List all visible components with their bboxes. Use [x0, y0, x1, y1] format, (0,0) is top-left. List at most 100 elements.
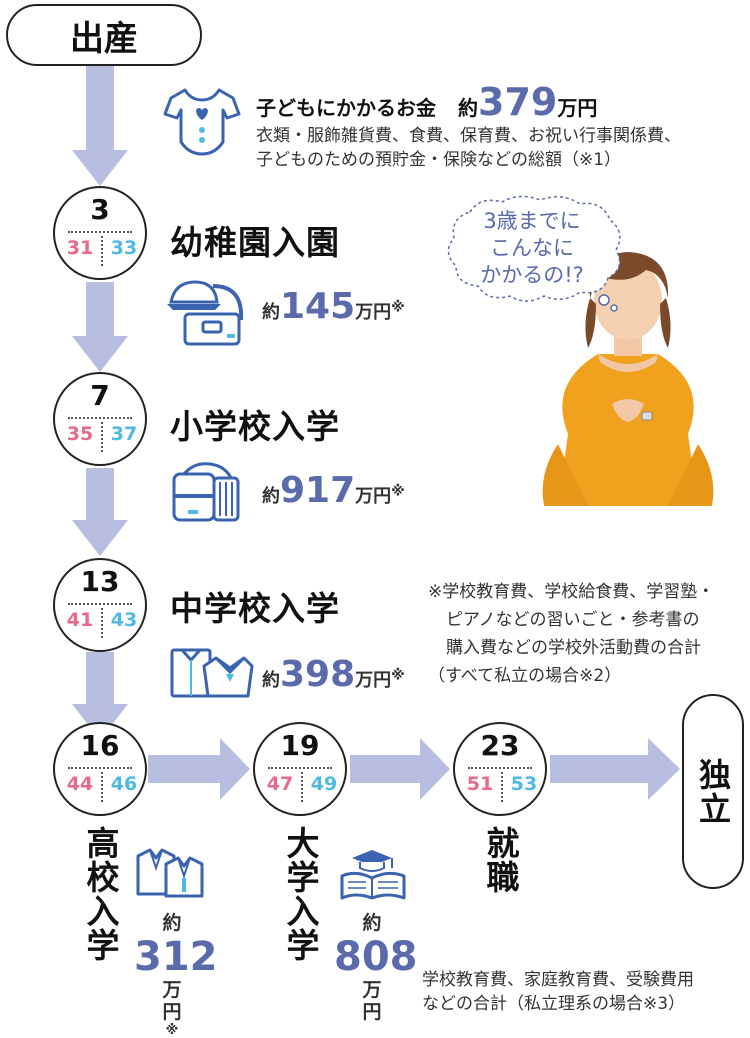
divider — [468, 767, 532, 769]
cost-amount: 398 — [280, 654, 356, 695]
stage-title-university: 大学入学 — [281, 826, 320, 962]
bubble-line2: こんなに — [490, 236, 574, 260]
cost-unit-en: 円 — [162, 1001, 182, 1023]
age-circle-23: 23 51 53 — [453, 722, 547, 816]
school-note-line1: ※学校教育費、学校給食費、学習塾・ — [428, 582, 715, 602]
stage-title-kindergarten: 幼稚園入園 — [170, 223, 340, 262]
start-label: 出産 — [70, 18, 138, 59]
cost-junior-high: 約398万円※ — [262, 654, 405, 695]
blazer-uniform-icon — [136, 848, 204, 898]
cost-prefix: 約 — [162, 912, 182, 934]
end-pill: 独立 — [682, 694, 744, 889]
cost-kindergarten: 約145万円※ — [262, 286, 405, 327]
age-circle-19: 19 47 49 — [253, 722, 347, 816]
cost-unit: 万円 — [355, 670, 392, 691]
father-age: 53 — [510, 773, 538, 795]
father-age: 33 — [110, 237, 138, 259]
child-cost-unit: 万円 — [557, 96, 598, 120]
child-cost-headline: 子どもにかかるお金約379万円 — [256, 80, 597, 124]
graduation-book-icon — [340, 850, 406, 900]
kindergarten-hat-bag-icon — [167, 280, 244, 346]
cost-prefix: 約 — [262, 486, 280, 507]
child-cost-line1: 衣類・服飾雑貨費、食費、保育費、お祝い行事関係費、 — [256, 126, 681, 146]
father-age: 37 — [110, 423, 138, 445]
bubble-line1: 3歳までに — [483, 209, 581, 233]
divider — [68, 767, 132, 769]
cost-note-mark: ※ — [391, 299, 405, 316]
cost-prefix: 約 — [262, 302, 280, 323]
stage-title-junior-high: 中学校入学 — [170, 589, 340, 628]
school-backpack-icon — [172, 462, 240, 522]
school-uniform-icon — [170, 648, 254, 698]
school-note-line3: 購入費などの学校外活動費の合計 — [446, 638, 701, 658]
univ-note-line1: 学校教育費、家庭教育費、受験費用 — [422, 970, 694, 990]
age-circle-7: 7 35 37 — [53, 372, 147, 466]
divider — [268, 767, 332, 769]
mother-age: 44 — [66, 773, 94, 795]
speech-bubble-text: 3歳までに こんなに かかるの!? — [462, 208, 602, 289]
divider — [101, 772, 103, 802]
cost-unit-man: 万 — [162, 979, 182, 1001]
baby-bodysuit-icon — [163, 88, 241, 156]
father-age: 46 — [110, 773, 138, 795]
child-age: 13 — [80, 565, 120, 598]
age-circle-13: 13 41 43 — [53, 558, 147, 652]
stage-title-high-school: 高校入学 — [81, 826, 120, 962]
child-cost-amount: 379 — [478, 80, 558, 124]
cost-amount: 917 — [280, 470, 356, 511]
woman-illustration — [542, 252, 714, 506]
age-circle-16: 16 44 46 — [53, 722, 147, 816]
start-pill: 出産 — [6, 4, 202, 66]
cost-university: 約 808 万 円 — [334, 908, 418, 1023]
child-age: 23 — [480, 729, 520, 762]
mother-age: 35 — [66, 423, 94, 445]
child-cost-line2: 子どものための預貯金・保険などの総額（※1） — [256, 150, 622, 170]
cost-note-mark: ※ — [391, 667, 405, 684]
child-cost-prefix: 約 — [458, 96, 478, 120]
stage-title-elementary: 小学校入学 — [170, 407, 340, 446]
cost-elementary: 約917万円※ — [262, 470, 405, 511]
father-age: 43 — [110, 609, 138, 631]
child-age: 16 — [80, 729, 120, 762]
cost-high-school: 約 312 万 円 ※ — [134, 908, 218, 1038]
univ-note-line2: などの合計（私立理系の場合※3） — [422, 994, 686, 1014]
divider — [301, 772, 303, 802]
bubble-line3: かかるの!? — [480, 263, 584, 287]
father-age: 49 — [310, 773, 338, 795]
cost-unit: 万円 — [355, 302, 392, 323]
cost-prefix: 約 — [262, 670, 280, 691]
child-age: 7 — [90, 379, 110, 412]
stage-title-employment: 就職 — [481, 826, 520, 894]
cost-prefix: 約 — [362, 912, 382, 934]
school-note-line4: （すべて私立の場合※2） — [428, 666, 622, 686]
cost-unit-en: 円 — [362, 1001, 382, 1023]
divider — [501, 772, 503, 802]
divider — [68, 603, 132, 605]
child-cost-title: 子どもにかかるお金 — [256, 96, 436, 120]
divider — [101, 236, 103, 266]
cost-amount: 808 — [334, 934, 418, 980]
school-cost-note: ※学校教育費、学校給食費、学習塾・ ピアノなどの習いごと・参考書の 購入費などの… — [428, 578, 714, 690]
cost-amount: 145 — [280, 286, 356, 327]
mother-age: 41 — [66, 609, 94, 631]
divider — [101, 608, 103, 638]
child-cost-description: 衣類・服飾雑貨費、食費、保育費、お祝い行事関係費、 子どものための預貯金・保険な… — [256, 124, 681, 172]
cost-unit-man: 万 — [362, 979, 382, 1001]
divider — [101, 422, 103, 452]
mother-age: 47 — [266, 773, 294, 795]
speech-bubble — [447, 195, 621, 312]
mother-age: 51 — [466, 773, 494, 795]
child-age: 3 — [90, 193, 110, 226]
child-age: 19 — [280, 729, 320, 762]
cost-note-mark: ※ — [391, 483, 405, 500]
end-label: 独立 — [694, 757, 732, 826]
divider — [68, 231, 132, 233]
mother-age: 31 — [66, 237, 94, 259]
university-cost-note: 学校教育費、家庭教育費、受験費用 などの合計（私立理系の場合※3） — [422, 968, 694, 1016]
age-circle-3: 3 31 33 — [53, 186, 147, 280]
school-note-line2: ピアノなどの習いごと・参考書の — [446, 610, 700, 630]
divider — [68, 417, 132, 419]
cost-unit: 万円 — [355, 486, 392, 507]
cost-amount: 312 — [134, 934, 218, 980]
